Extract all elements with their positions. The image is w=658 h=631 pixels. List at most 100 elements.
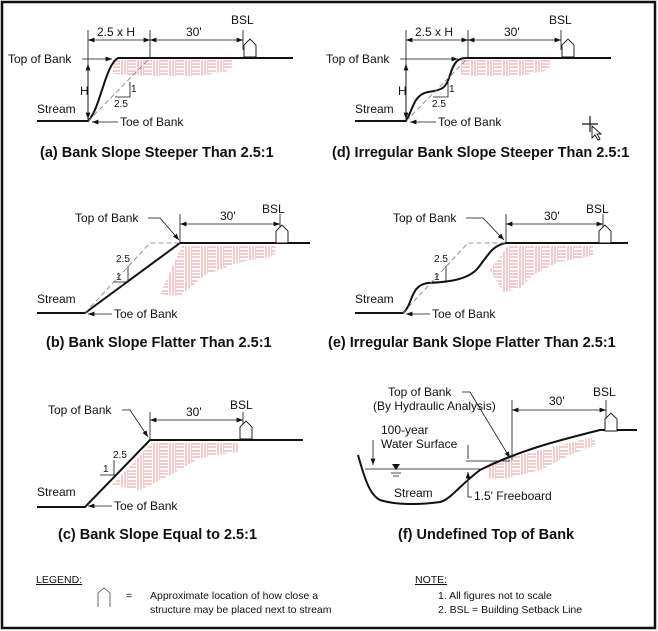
ground-profile	[37, 242, 310, 314]
structure-icon	[604, 412, 618, 432]
panel-b: 2.5 1 30' BSL Top of Bank Stream Toe of …	[37, 202, 310, 351]
water-surface-label: Water Surface	[381, 437, 458, 451]
setback-hatch	[461, 60, 550, 76]
water-surface-icon-lines	[391, 472, 401, 477]
panel-title: (f) Undefined Top of Bank	[398, 527, 575, 543]
bsl-label: BSL	[586, 202, 609, 216]
bsl-label: BSL	[230, 398, 253, 412]
slope-reference-line	[84, 242, 180, 314]
ground-profile	[355, 242, 628, 314]
stream-label: Stream	[37, 292, 76, 306]
panel-title: (d) Irregular Bank Slope Steeper Than 2.…	[332, 145, 629, 161]
rise-label: 1	[116, 272, 122, 283]
leader	[466, 217, 505, 241]
legend-equals: =	[126, 590, 132, 602]
top-of-bank-label: Top of Bank	[75, 211, 139, 225]
top-of-bank-label: Top of Bank	[326, 52, 390, 66]
dim-label-30: 30'	[220, 209, 236, 223]
ground-profile	[357, 429, 637, 506]
panel-f: Stream 100-year Water Surface 1.5' Freeb…	[357, 385, 637, 543]
structure-icon	[97, 587, 111, 607]
run-label: 2.5	[116, 254, 130, 265]
slope-reference-line	[405, 57, 469, 122]
panel-title: (b) Bank Slope Flatter Than 2.5:1	[46, 335, 272, 351]
rise-label: 1	[103, 464, 109, 475]
slope-triangle	[433, 82, 449, 98]
stream-label: Stream	[394, 486, 433, 500]
setback-hatch	[112, 443, 238, 490]
toe-of-bank-label: Toe of Bank	[120, 115, 184, 129]
toe-of-bank-label: Toe of Bank	[438, 115, 502, 129]
note: NOTE: 1. All figures not to scale 2. BSL…	[415, 574, 582, 616]
setback-hatch	[488, 437, 595, 480]
leader	[467, 492, 472, 498]
legend: LEGEND: = Approximate location of how cl…	[36, 574, 332, 616]
structure-icon	[239, 420, 253, 440]
leader	[148, 217, 180, 241]
slope-reference-line	[402, 242, 506, 314]
slope-triangle	[114, 266, 129, 283]
stream-label: Stream	[355, 102, 394, 116]
slope-triangle	[100, 460, 115, 476]
note-item: 2. BSL = Building Setback Line	[438, 604, 582, 616]
run-label: 2.5	[432, 99, 446, 110]
legend-description: Approximate location of how close a	[150, 590, 318, 602]
top-of-bank-label: Top of Bank	[8, 52, 72, 66]
structure-icon	[243, 38, 257, 58]
leader	[462, 391, 511, 459]
run-label: 2.5	[114, 99, 128, 110]
top-of-bank-label: Top of Bank	[393, 211, 457, 225]
h-label: H	[398, 84, 407, 98]
stream-label: Stream	[355, 292, 394, 306]
setback-hatch	[490, 246, 593, 292]
panel-e: 2.5 1 30' BSL Top of Bank Stream Toe of …	[328, 202, 628, 351]
setback-hatch	[160, 246, 275, 296]
slope-triangle	[115, 82, 131, 98]
run-label: 2.5	[434, 254, 448, 265]
note-item: 1. All figures not to scale	[438, 590, 552, 602]
run-label: 2.5	[113, 450, 127, 461]
panel-title: (c) Bank Slope Equal to 2.5:1	[58, 527, 257, 543]
toe-of-bank-label: Toe of Bank	[432, 307, 496, 321]
stream-label: Stream	[37, 485, 76, 499]
panel-title: (e) Irregular Bank Slope Flatter Than 2.…	[328, 335, 616, 351]
top-of-bank-label: Top of Bank	[48, 403, 112, 417]
hydraulic-analysis-label: (By Hydraulic Analysis)	[373, 399, 496, 413]
bsl-label: BSL	[549, 13, 572, 27]
leader	[122, 409, 149, 438]
bsl-label: BSL	[593, 385, 616, 399]
stream-label: Stream	[37, 102, 76, 116]
dim-label-30: 30'	[186, 405, 202, 419]
setback-hatch	[113, 60, 232, 76]
structure-icon	[598, 224, 612, 244]
panel-title: (a) Bank Slope Steeper Than 2.5:1	[40, 145, 274, 161]
water-surface-label: 100-year	[381, 423, 428, 437]
dim-label-30: 30'	[544, 209, 560, 223]
slope-reference-line	[87, 57, 151, 122]
panel-c: 2.5 1 30' BSL Top of Bank Stream Toe of …	[37, 398, 303, 543]
move-cursor-icon	[582, 116, 603, 141]
rise-label: 1	[131, 84, 137, 95]
toe-of-bank-label: Toe of Bank	[114, 307, 178, 321]
rise-label: 1	[449, 84, 455, 95]
structure-icon	[275, 224, 289, 244]
bsl-label: BSL	[231, 13, 254, 27]
rise-label: 1	[434, 272, 440, 283]
dim-label-30: 30'	[549, 394, 565, 408]
note-heading: NOTE:	[415, 574, 447, 586]
ground-profile	[37, 439, 303, 508]
top-of-bank-label: Top of Bank	[388, 385, 452, 399]
h-label: H	[80, 84, 89, 98]
panel-a: 1 2.5 2.5 x H 30' BSL Top of Bank H Stre…	[8, 13, 293, 161]
slope-triangle	[432, 266, 447, 283]
dim-label-2-5h: 2.5 x H	[415, 25, 453, 39]
panel-d: 1 2.5 2.5 x H 30' BSL Top of Bank H Stre…	[326, 13, 629, 161]
legend-description: structure may be placed next to stream	[150, 604, 332, 616]
toe-of-bank-label: Toe of Bank	[114, 499, 178, 513]
bsl-label: BSL	[262, 202, 285, 216]
dim-label-30: 30'	[186, 25, 202, 39]
water-surface-icon	[392, 464, 400, 470]
dim-label-30: 30'	[504, 25, 520, 39]
